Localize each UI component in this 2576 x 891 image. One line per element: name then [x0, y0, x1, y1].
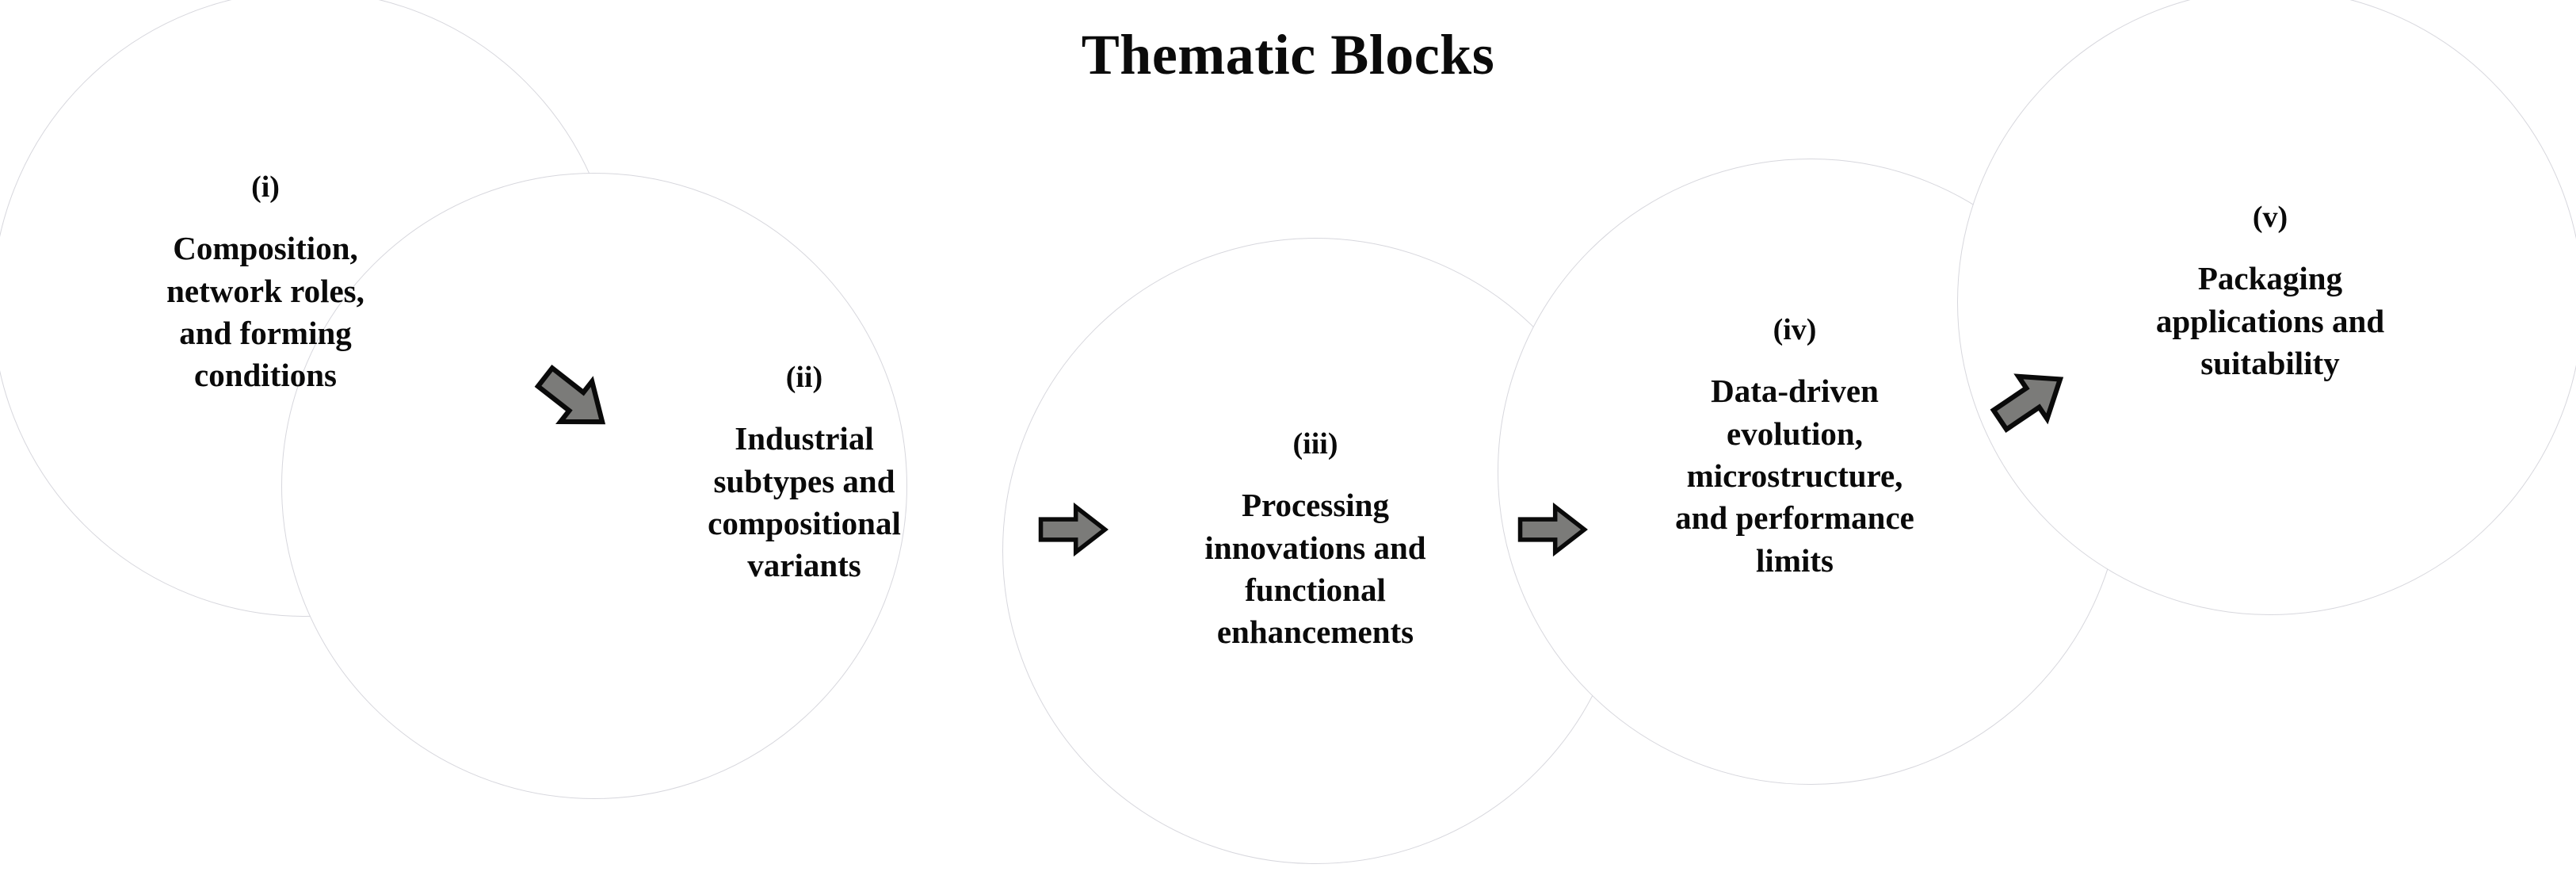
arrow-1-down-right	[532, 358, 615, 441]
arrow-4-up-right	[1989, 358, 2071, 441]
circle-block-5	[1957, 0, 2576, 615]
arrow-2-right	[1036, 493, 1109, 566]
arrow-3-right	[1516, 493, 1589, 566]
circle-block-2	[281, 173, 907, 799]
